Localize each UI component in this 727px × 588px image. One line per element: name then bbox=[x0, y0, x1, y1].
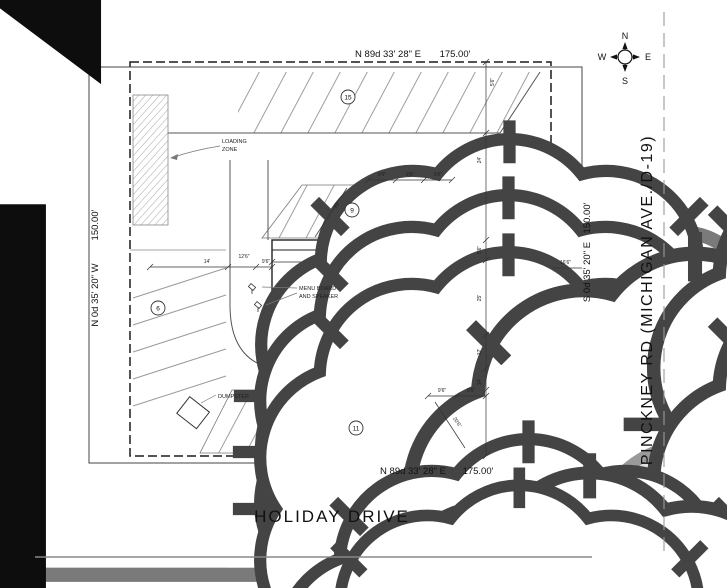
dimension-label: 24' bbox=[477, 157, 483, 164]
parking-row-north bbox=[168, 71, 541, 134]
dumpster-label: DUMPSTER bbox=[218, 394, 249, 400]
svg-text:15: 15 bbox=[344, 95, 352, 102]
boundary-bearing-south: N 89d 33' 28" E bbox=[380, 466, 446, 477]
compass-s-label: S bbox=[622, 76, 628, 86]
parking-count-north: 15 bbox=[340, 89, 356, 105]
boundary-distance-south: 175.00' bbox=[463, 466, 494, 477]
dimension-label: 5'6" bbox=[477, 246, 483, 255]
parking-count-bubbles: 15 9 6 11 bbox=[150, 89, 364, 436]
dimension-label: 20'6" bbox=[451, 416, 462, 429]
dimension-label: 9'6" bbox=[434, 172, 443, 178]
boundary-distance-north: 175.00' bbox=[440, 49, 471, 60]
boundary-bearing-north: N 89d 33' 28" E bbox=[355, 49, 421, 60]
dumpster-enclosure bbox=[176, 396, 211, 430]
street-label-holiday-drive: HOLIDAY DRIVE bbox=[254, 507, 410, 526]
street-label-pinckney-rd: PINCKNEY RD (MICHIGAN AVE./D-19) bbox=[639, 135, 656, 465]
dimension-label: 9'6" bbox=[406, 172, 415, 178]
dimension-label: 5'6" bbox=[490, 78, 496, 87]
dimension-label: 12'6" bbox=[238, 254, 249, 260]
flow-arrow-south-icon bbox=[0, 204, 168, 588]
loading-zone bbox=[132, 94, 169, 226]
flow-arrow-west-icon bbox=[0, 0, 489, 85]
menu-board-label-line2: AND SPEAKER bbox=[299, 294, 338, 300]
dimension-label: 12' bbox=[477, 349, 483, 356]
dimension-labels: 5'6" 24' 5'6" 25' 12' 14' 16'6" 14' 12'6… bbox=[204, 78, 572, 429]
dimension-label: 20' bbox=[333, 201, 342, 210]
parking-row-west bbox=[132, 267, 227, 407]
dumpster-callout: DUMPSTER bbox=[200, 394, 249, 404]
boundary-bearing-west: N 0d 35' 20" W bbox=[90, 263, 101, 326]
dimension-label: 16'6" bbox=[560, 260, 571, 266]
parking-count-center: 9 bbox=[344, 202, 360, 218]
menu-board-label-line1: MENU BOARD bbox=[299, 286, 336, 292]
compass-n-label: N bbox=[622, 31, 629, 41]
dimension-label: 9'6" bbox=[438, 388, 447, 394]
boundary-distance-east: 150.00' bbox=[582, 202, 593, 233]
compass-w-label: W bbox=[598, 52, 607, 62]
menu-board-callout: MENU BOARD AND SPEAKER bbox=[247, 282, 338, 312]
dimension-label: 14' bbox=[477, 379, 483, 386]
svg-text:11: 11 bbox=[353, 426, 360, 433]
svg-text:6: 6 bbox=[156, 306, 160, 313]
loading-zone-label-line2: ZONE bbox=[222, 147, 238, 153]
dimension-lines bbox=[146, 58, 582, 460]
boundary-bearing-east: S 0d 35' 20" E bbox=[582, 242, 593, 302]
dimension-label: 9'6" bbox=[378, 172, 387, 178]
compass-rose: N S W E bbox=[598, 31, 651, 86]
compass-e-label: E bbox=[645, 52, 651, 62]
boundary-distance-west: 150.00' bbox=[90, 209, 101, 240]
dimension-label: 9'6" bbox=[467, 388, 476, 394]
boundary-labels: N 89d 33' 28" E 175.00' N 89d 33' 28" E … bbox=[90, 49, 593, 477]
loading-zone-label-line1: LOADING bbox=[222, 139, 247, 145]
loading-zone-callout: LOADING ZONE bbox=[170, 139, 247, 160]
dimension-label: 25' bbox=[477, 295, 483, 302]
dimension-label: 9'6" bbox=[262, 259, 271, 265]
parking-count-west: 6 bbox=[150, 300, 166, 316]
svg-text:9: 9 bbox=[350, 208, 354, 215]
dimension-label: 14' bbox=[204, 259, 211, 265]
parking-count-south: 11 bbox=[348, 420, 364, 436]
